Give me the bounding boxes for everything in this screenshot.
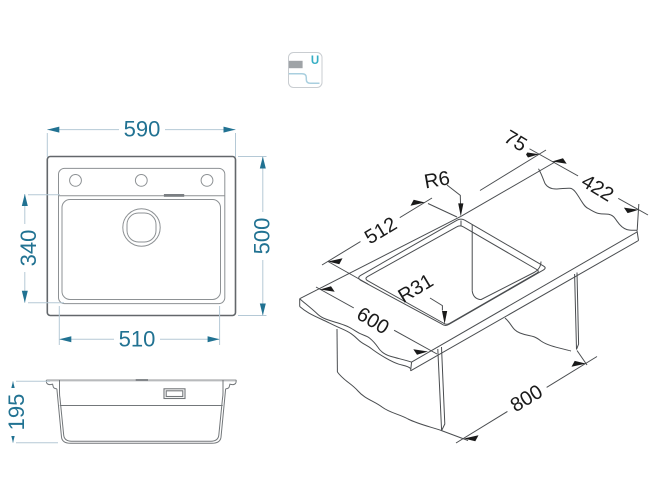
svg-text:R6: R6 xyxy=(423,167,452,193)
svg-text:590: 590 xyxy=(124,117,161,142)
svg-text:510: 510 xyxy=(119,327,156,352)
svg-text:340: 340 xyxy=(16,230,41,267)
svg-text:500: 500 xyxy=(250,218,275,255)
svg-text:195: 195 xyxy=(4,394,29,431)
svg-text:U: U xyxy=(311,55,319,67)
